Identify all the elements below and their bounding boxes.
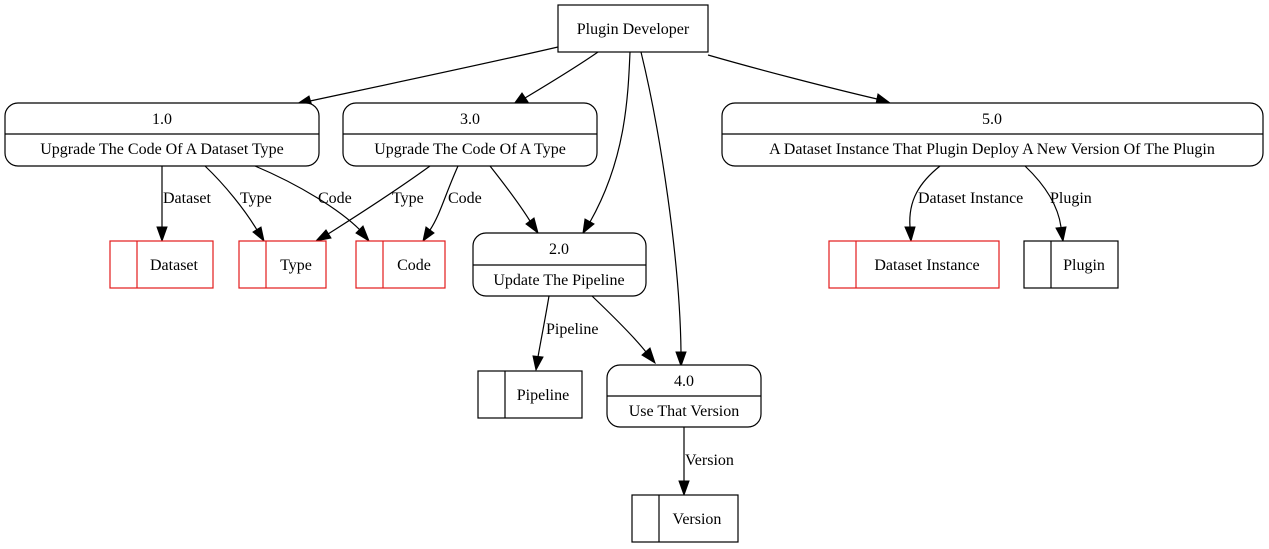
- flow-label-code: Code: [318, 190, 352, 207]
- flow-process-1-to-code: [254, 165, 361, 231]
- data-store-type: Type: [238, 240, 327, 289]
- process-4: 4.0 Use That Version: [606, 364, 762, 428]
- process-label: Upgrade The Code Of A Type: [374, 141, 566, 158]
- data-store-pipeline: Pipeline: [477, 370, 583, 419]
- flow-process-3-to-process-2: [489, 165, 531, 222]
- data-store-label: Type: [280, 257, 312, 274]
- process-id: 1.0: [152, 111, 172, 128]
- flow-developer-to-process-1: [309, 46, 559, 102]
- process-3: 3.0 Upgrade The Code Of A Type: [342, 102, 598, 167]
- data-store-label: Version: [673, 511, 722, 528]
- arrowhead: [422, 226, 435, 243]
- flow-label-plugin: Plugin: [1050, 190, 1092, 207]
- arrowhead: [1055, 226, 1067, 243]
- flow-label-code: Code: [448, 190, 482, 207]
- flow-developer-to-process-5: [707, 54, 878, 100]
- flow-developer-to-process-2: [589, 51, 631, 223]
- arrowhead: [314, 229, 332, 242]
- flow-label-dataset-instance: Dataset Instance: [918, 190, 1023, 207]
- arrowhead: [156, 226, 168, 243]
- data-store-label: Code: [397, 257, 431, 274]
- flow-process-1-to-type: [204, 165, 258, 231]
- flow-label-pipeline: Pipeline: [546, 321, 598, 338]
- process-id: 4.0: [674, 373, 694, 390]
- arrowhead: [512, 92, 529, 105]
- data-store-plugin: Plugin: [1023, 240, 1119, 289]
- flow-label-type: Type: [392, 190, 424, 207]
- arrowhead: [582, 218, 595, 235]
- data-store-label: Dataset: [150, 257, 199, 274]
- flow-process-3-to-type: [327, 165, 431, 235]
- process-label: Upgrade The Code Of A Dataset Type: [40, 141, 284, 158]
- flow-process-5-to-plugin: [1024, 165, 1062, 228]
- flow-label-dataset: Dataset: [163, 190, 212, 207]
- data-store-dataset: Dataset: [109, 240, 214, 289]
- arrowhead: [525, 217, 539, 235]
- arrowhead: [252, 226, 265, 243]
- flow-developer-to-process-4: [640, 51, 682, 353]
- data-store-label: Dataset Instance: [874, 257, 979, 274]
- process-label: Update The Pipeline: [493, 272, 624, 289]
- arrowhead: [678, 480, 690, 497]
- flow-label-type: Type: [240, 190, 272, 207]
- arrowhead: [355, 225, 371, 243]
- flow-process-5-to-dataset-instance: [909, 165, 941, 228]
- process-1: 1.0 Upgrade The Code Of A Dataset Type: [4, 102, 320, 167]
- data-store-label: Pipeline: [517, 387, 569, 404]
- data-store-dataset-instance: Dataset Instance: [828, 240, 1000, 289]
- arrowhead: [904, 226, 916, 243]
- flow-developer-to-process-3: [524, 51, 599, 99]
- arrowhead: [532, 355, 544, 372]
- arrowhead: [641, 347, 656, 365]
- flow-process-3-to-code: [429, 165, 459, 231]
- flow-label-version: Version: [685, 452, 734, 469]
- process-label: Use That Version: [629, 403, 740, 420]
- process-label: A Dataset Instance That Plugin Deploy A …: [769, 141, 1215, 158]
- data-store-label: Plugin: [1063, 257, 1105, 274]
- external-entity-plugin-developer: Plugin Developer: [557, 4, 709, 53]
- process-id: 2.0: [549, 241, 569, 258]
- data-store-code: Code: [355, 240, 446, 289]
- data-store-version: Version: [631, 494, 739, 543]
- arrowhead: [675, 351, 687, 368]
- flow-process-2-to-pipeline: [537, 295, 550, 358]
- external-entity-label: Plugin Developer: [577, 21, 690, 38]
- flow-process-2-to-process-4: [591, 295, 647, 353]
- process-id: 5.0: [982, 111, 1002, 128]
- process-5: 5.0 A Dataset Instance That Plugin Deplo…: [721, 102, 1264, 167]
- process-2: 2.0 Update The Pipeline: [472, 232, 647, 297]
- process-id: 3.0: [460, 111, 480, 128]
